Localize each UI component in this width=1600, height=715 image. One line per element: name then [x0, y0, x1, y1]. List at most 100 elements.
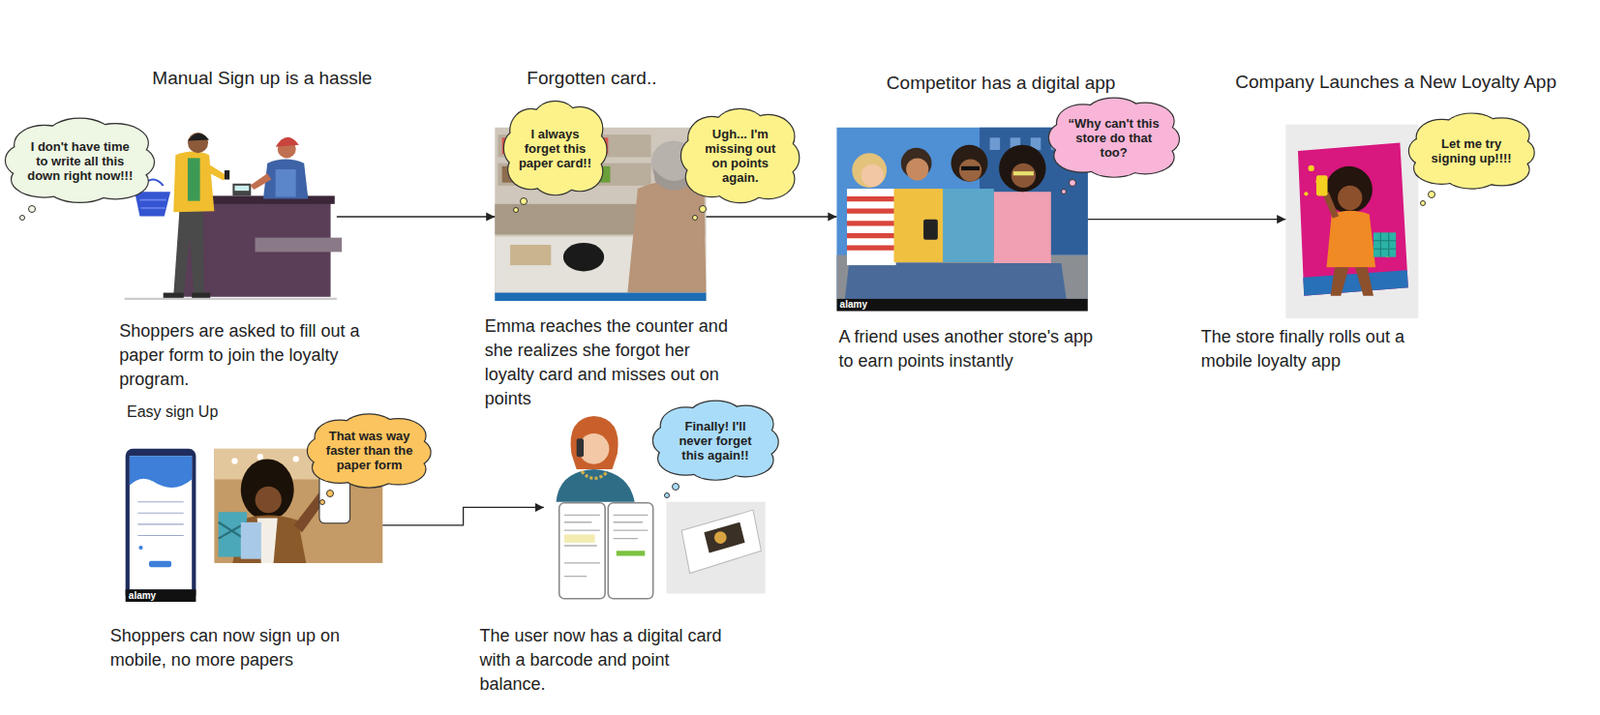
- story-panel: Easy sign UpShoppers can now sign up on …: [125, 449, 384, 603]
- app-poster: [1373, 232, 1396, 257]
- thought-dot: [664, 492, 670, 499]
- checkout-illustration: [124, 132, 343, 300]
- shopper-photo: [257, 453, 264, 460]
- checkout-illustration: [234, 185, 249, 191]
- app-poster: [1302, 270, 1409, 296]
- thought-text: I always forget this paper card!!: [515, 126, 594, 171]
- story-panel: Forgotten card..Emma reaches the counter…: [494, 127, 706, 306]
- thought-dot: [28, 205, 36, 213]
- friends-photo: [836, 127, 1087, 300]
- friends-photo: [959, 158, 982, 182]
- signup-phone: [137, 502, 183, 537]
- phone-call-photo: [665, 502, 765, 595]
- phone-call-photo: [556, 416, 766, 600]
- flow-arrow: [706, 215, 838, 217]
- thought-dot: [513, 207, 519, 213]
- phone-call-photo: [564, 534, 596, 543]
- thought-dot: [1427, 190, 1436, 199]
- phone-call-photo: [681, 510, 761, 574]
- checkout-illustration: [134, 191, 171, 216]
- checkout-illustration: [275, 169, 297, 197]
- thought-bubble: I don't have time to write all this down…: [5, 117, 154, 205]
- phone-call-photo: [556, 469, 635, 503]
- checkout-illustration: [232, 183, 251, 197]
- flow-arrow: [382, 507, 544, 525]
- store-photo: [494, 127, 706, 302]
- friends-photo: [994, 191, 1052, 264]
- thought-dot: [19, 214, 26, 221]
- friends-photo: [942, 188, 995, 263]
- store-photo: [494, 293, 706, 302]
- thought-bubble: Let me try signing up!!!!: [1409, 112, 1535, 190]
- thought-dot: [1060, 188, 1067, 195]
- app-poster: [1337, 185, 1362, 211]
- watermark: alamy: [128, 590, 156, 603]
- friends-photo: [861, 164, 884, 187]
- thought-text: I don't have time to write all this down…: [24, 139, 137, 183]
- thought-dot: [698, 205, 707, 213]
- panel-heading: Forgotten card..: [526, 66, 657, 91]
- panel-caption: Emma reaches the counter and she realize…: [484, 314, 743, 412]
- watermark: alamy: [840, 299, 868, 311]
- signup-phone: [125, 449, 197, 603]
- phone-call-photo: [703, 522, 745, 554]
- friends-photo: [851, 152, 887, 188]
- shopper-photo: [241, 458, 295, 520]
- signup-phone: [125, 589, 197, 603]
- thought-bubble: I always forget this paper card!!: [504, 99, 606, 197]
- phone-call-photo: [571, 416, 619, 470]
- thought-text: Ugh... I'm missing out on points again.: [695, 126, 785, 185]
- thought-bubble: Ugh... I'm missing out on points again.: [681, 107, 799, 205]
- flow-arrow: [336, 215, 495, 217]
- thought-bubble: “Why can't this store do that too?: [1049, 96, 1179, 179]
- checkout-illustration: [255, 238, 343, 253]
- phone-call-photo: [564, 514, 601, 576]
- friends-photo: [961, 166, 980, 171]
- signup-phone: [138, 545, 143, 550]
- store-photo: [494, 204, 659, 236]
- shopper-photo: [255, 486, 282, 514]
- friends-photo: [893, 188, 945, 263]
- thought-bubble: That was way faster than the paper form: [307, 413, 431, 489]
- app-poster: [1298, 143, 1409, 297]
- story-panel: The user now has a digital card with a b…: [543, 413, 766, 603]
- thought-dot: [671, 483, 680, 491]
- shopper-photo: [232, 514, 306, 564]
- friends-photo: [836, 127, 1087, 312]
- signup-phone: [125, 449, 197, 603]
- signup-phone: [129, 455, 192, 488]
- panel-caption: Shoppers are asked to fill out a paper f…: [119, 319, 407, 393]
- panel-heading: Easy sign Up: [126, 400, 218, 424]
- panel-heading: Company Launches a New Loyalty App: [1235, 70, 1557, 94]
- thought-dot: [1068, 179, 1077, 187]
- panel-caption: A friend uses another store's app to ear…: [839, 325, 1114, 374]
- thought-text: That was way faster than the paper form: [323, 428, 417, 473]
- flow-arrow: [1087, 218, 1287, 220]
- checkout-illustration: [163, 293, 184, 299]
- shopper-photo: [293, 455, 300, 462]
- thought-bubble: Finally! I'll never forget this again!!: [653, 399, 779, 482]
- app-poster: [1285, 124, 1419, 319]
- checkout-illustration: [124, 298, 337, 301]
- thought-dot: [1419, 200, 1426, 207]
- checkout-illustration: [191, 293, 211, 299]
- app-poster: [1316, 175, 1329, 196]
- panel-heading: Competitor has a digital app: [886, 71, 1117, 95]
- thought-text: Finally! I'll never forget this again!!: [667, 419, 763, 463]
- thought-dot: [692, 214, 698, 221]
- story-panel: Competitor has a digital appA friend use…: [836, 127, 1087, 312]
- checkout-illustration: [173, 151, 214, 213]
- friends-photo: [846, 199, 897, 249]
- store-photo: [563, 242, 604, 272]
- phone-call-photo: [576, 438, 584, 457]
- phone-call-photo: [559, 503, 605, 600]
- app-poster: [1307, 165, 1314, 172]
- signup-phone: [149, 561, 172, 568]
- store-photo: [510, 244, 551, 266]
- friends-photo: [990, 137, 1001, 151]
- friends-photo: [923, 219, 938, 241]
- panel-caption: Shoppers can now sign up on mobile, no m…: [110, 624, 394, 673]
- panel-heading: Manual Sign up is a hassle: [151, 66, 372, 91]
- friends-photo: [905, 157, 929, 181]
